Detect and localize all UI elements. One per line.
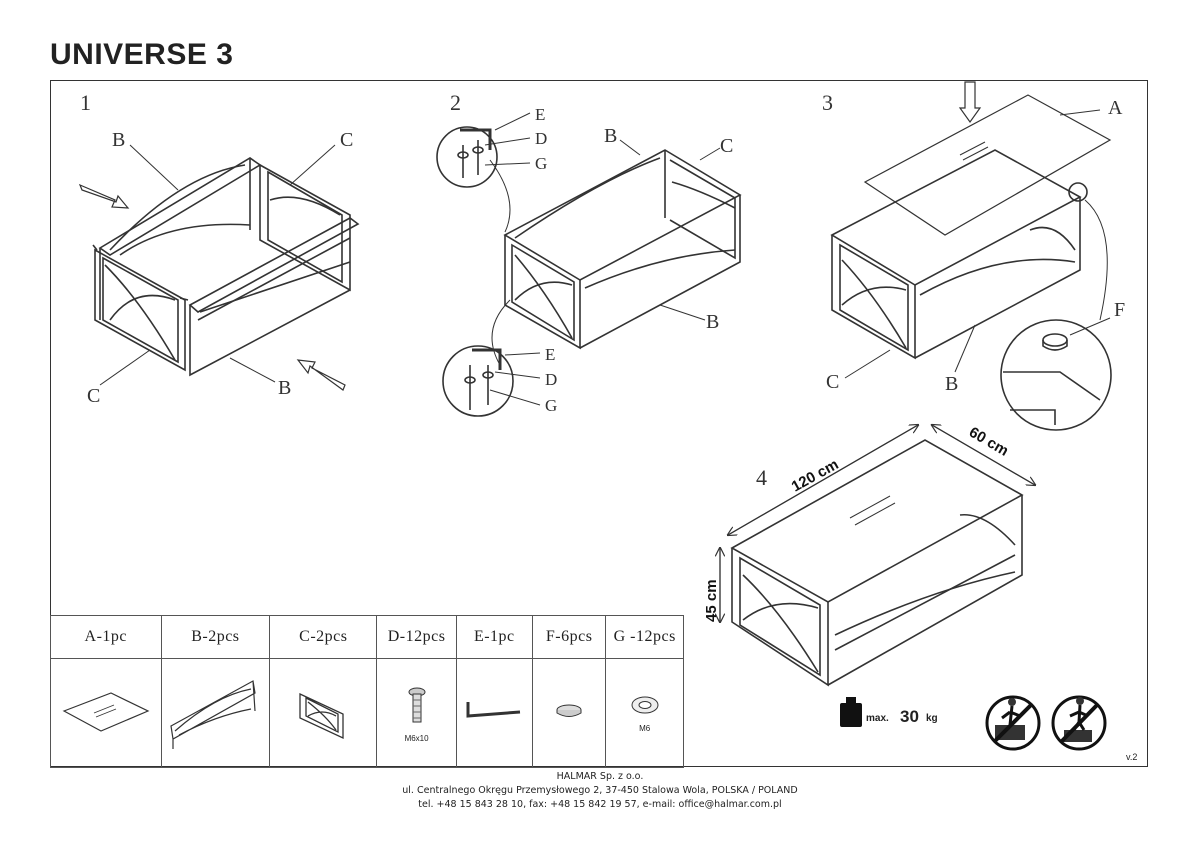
step4-illustration xyxy=(720,425,1035,687)
product-title: UNIVERSE 3 xyxy=(50,38,234,71)
step-number-1: 1 xyxy=(80,90,91,115)
part-cell-c xyxy=(269,658,378,768)
step2-label-b-top: B xyxy=(604,125,617,147)
no-climbing-icon xyxy=(1051,695,1107,751)
part-cell-d: M6x10 xyxy=(376,658,457,768)
step1-label-b-top: B xyxy=(112,129,125,151)
step3-illustration xyxy=(830,81,1112,431)
part-cell-a xyxy=(50,658,162,768)
glass-top-icon xyxy=(62,691,150,732)
step2-label-g2: G xyxy=(545,396,557,415)
parts-list: A-1pc B-2pcs C-2pcs D-12pcs E-1pc F-6pcs… xyxy=(50,615,684,768)
step-number-4: 4 xyxy=(756,465,767,490)
step-number-2: 2 xyxy=(450,90,461,115)
allen-key-icon xyxy=(466,701,521,718)
step2-illustration xyxy=(436,112,742,417)
step1-label-b-bottom: B xyxy=(278,377,291,399)
part-label: F-6pcs xyxy=(531,615,607,659)
step1-label-c-bottom: C xyxy=(87,385,100,407)
long-frame-icon xyxy=(170,679,257,749)
part-label: D-12pcs xyxy=(376,615,457,659)
footer-address: ul. Centralnego Okręgu Przemysłowego 2, … xyxy=(402,785,798,796)
max-load-value: 30 xyxy=(900,707,919,726)
bolt-icon xyxy=(408,687,426,722)
footer: HALMAR Sp. z o.o. ul. Centralnego Okręgu… xyxy=(0,770,1200,812)
part-label: C-2pcs xyxy=(269,615,378,659)
part-cell-b xyxy=(160,658,271,768)
step3-label-a: A xyxy=(1108,97,1123,119)
washer-size-note: M6 xyxy=(639,724,651,733)
washer-icon xyxy=(631,696,659,714)
step2-label-b-right: B xyxy=(706,311,719,333)
step3-label-c: C xyxy=(826,371,839,393)
short-frame-icon xyxy=(299,692,344,739)
step2-label-e1: E xyxy=(535,105,545,124)
bolt-size-note: M6x10 xyxy=(404,733,429,743)
version-label: v.2 xyxy=(1126,752,1138,762)
max-load-unit: kg xyxy=(926,713,938,724)
dimension-height: 45 cm xyxy=(703,579,720,622)
step-number-3: 3 xyxy=(822,90,833,115)
dimension-width: 60 cm xyxy=(966,424,1011,460)
part-label: G -12pcs xyxy=(605,615,684,659)
part-label: A-1pc xyxy=(50,615,162,659)
part-label: E-1pc xyxy=(455,615,533,659)
step2-label-d1: D xyxy=(535,129,547,148)
part-cell-e xyxy=(455,658,533,768)
no-standing-icon xyxy=(985,695,1041,751)
part-label: B-2pcs xyxy=(160,615,271,659)
step2-label-d2: D xyxy=(545,370,557,389)
step3-label-f: F xyxy=(1114,299,1125,321)
step2-label-g1: G xyxy=(535,154,547,173)
part-cell-g: M6 xyxy=(605,658,684,768)
pad-icon xyxy=(556,704,582,717)
footer-company: HALMAR Sp. z o.o. xyxy=(556,771,644,782)
step2-label-e2: E xyxy=(545,345,555,364)
step3-label-b: B xyxy=(945,373,958,395)
step1-illustration xyxy=(78,144,360,391)
dimension-length: 120 cm xyxy=(789,456,842,496)
max-load-prefix: max. xyxy=(866,713,889,724)
step1-label-c-top: C xyxy=(340,129,353,151)
footer-contact: tel. +48 15 843 28 10, fax: +48 15 842 1… xyxy=(418,799,782,810)
weight-icon xyxy=(840,697,862,727)
step2-label-c-top: C xyxy=(720,135,733,157)
part-cell-f xyxy=(531,658,607,768)
